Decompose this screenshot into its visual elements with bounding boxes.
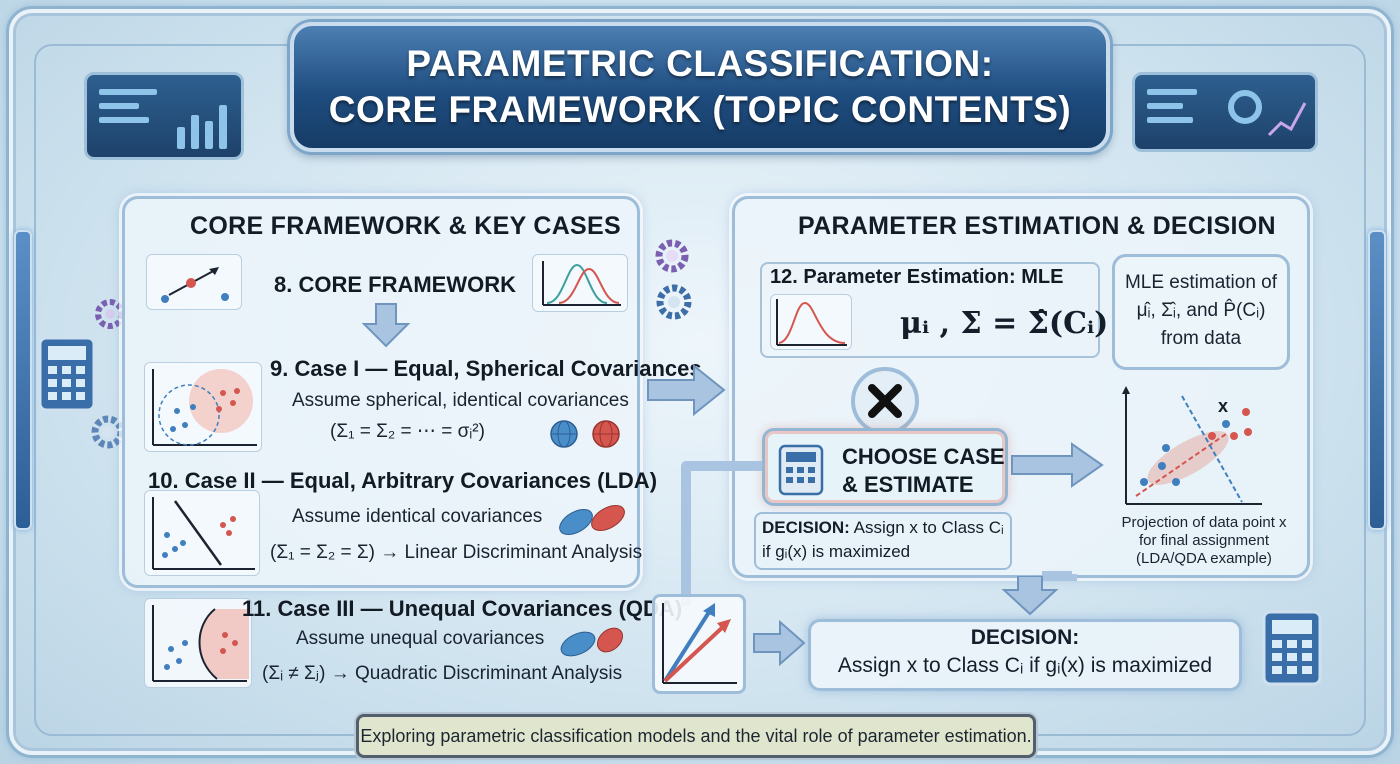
density-curves-icon	[532, 254, 628, 312]
flow-connectors	[681, 461, 1077, 606]
mle-frame	[760, 262, 1100, 358]
mle-curve-icon	[770, 294, 852, 350]
gear-icon	[91, 415, 125, 449]
decision-mini-box	[754, 512, 1012, 570]
title-banner: PARAMETRIC CLASSIFICATION: CORE FRAMEWOR…	[290, 22, 1110, 152]
dashboard-screen-right	[1132, 72, 1318, 152]
core-framework-heading: 8. CORE FRAMEWORK	[274, 272, 516, 297]
case2-formula: (Σ₁ = Σ₂ = Σ) → Linear Discriminant Anal…	[270, 542, 643, 563]
down-arrow-icon	[361, 303, 411, 348]
gear-icon	[656, 284, 692, 320]
calculator-icon	[778, 444, 824, 496]
page-title-line-1: PARAMETRIC CLASSIFICATION:	[406, 43, 994, 84]
case2-description: Assume identical covariances	[292, 506, 543, 527]
left-panel-title: CORE FRAMEWORK & KEY CASES	[190, 212, 621, 240]
page-title-line-2: CORE FRAMEWORK (TOPIC CONTENTS)	[328, 89, 1072, 130]
ellipse-icons-unequal	[560, 627, 624, 657]
mle-note-line-1: MLE estimation of	[1124, 272, 1278, 293]
mle-note-line-2: μ̂ᵢ, Σ̂ᵢ, and P̂(Cᵢ)	[1136, 300, 1266, 321]
multiply-icon	[851, 367, 919, 435]
vector-arrows-icon	[652, 594, 746, 694]
mle-formula: μᵢ , Σ = Σ̂(Cᵢ)	[900, 306, 1109, 341]
projection-point-label: x	[1218, 396, 1229, 416]
scatter-icon	[146, 254, 242, 310]
final-decision-text: Assign x to Class Cᵢ if gᵢ(x) is maximiz…	[837, 654, 1213, 677]
choose-case-line-2: & ESTIMATE	[842, 472, 974, 497]
chart-icon	[1228, 90, 1307, 137]
right-panel-title: PARAMETER ESTIMATION & DECISION	[798, 212, 1276, 240]
case1-formula: (Σ₁ = Σ₂ = ⋯ = σᵢ²)	[330, 421, 485, 442]
ellipse-icons	[559, 505, 625, 535]
mle-note-line-3: from data	[1160, 328, 1242, 349]
right-arrow-icon	[753, 620, 806, 666]
dashboard-screen-left	[84, 72, 244, 160]
case2-plot	[144, 490, 260, 576]
gear-icon	[655, 239, 689, 273]
mle-note-box	[1112, 254, 1290, 370]
case1-plot	[144, 362, 262, 452]
right-arrow-icon	[1011, 442, 1104, 488]
sphere-icons	[550, 420, 620, 448]
decision-mini-line-2: if gᵢ(x) is maximized	[762, 542, 911, 561]
case2-heading: 10. Case II — Equal, Arbitrary Covarianc…	[148, 468, 658, 493]
right-arrow-icon	[647, 363, 726, 417]
case3-description: Assume unequal covariances	[296, 628, 545, 649]
decision-mini-assign: Assign x to Class Cᵢ	[853, 518, 1004, 537]
mle-heading: 12. Parameter Estimation: MLE	[770, 266, 1064, 288]
final-decision-label: DECISION:	[970, 626, 1080, 649]
choose-case-line-1: CHOOSE CASE	[842, 444, 1005, 469]
final-decision-box	[808, 619, 1242, 691]
calculator-icon-right	[1262, 610, 1322, 686]
decision-mini-label: DECISION:	[762, 518, 850, 537]
case3-formula: (Σᵢ ≠ Σⱼ) → Quadratic Discriminant Analy…	[262, 663, 623, 684]
projection-plot	[1116, 386, 1266, 510]
projection-caption-line-3: (LDA/QDA example)	[1136, 550, 1272, 567]
projection-caption-line-1: Projection of data point x	[1121, 514, 1287, 531]
right-side-bar	[1368, 230, 1386, 530]
projection-caption-line-2: for final assignment	[1138, 532, 1270, 549]
calculator-icon-left	[38, 336, 96, 412]
case3-plot	[144, 598, 252, 688]
left-side-bar	[14, 230, 32, 530]
decision-mini-line-1: DECISION: Assign x to Class Cᵢ	[762, 518, 1004, 538]
case3-heading: 11. Case III — Unequal Covariances (QDA)	[242, 596, 683, 621]
case1-description: Assume spherical, identical covariances	[292, 390, 629, 411]
down-arrow-icon	[1001, 576, 1059, 616]
footer-caption-box: Exploring parametric classification mode…	[356, 714, 1036, 758]
case1-heading: 9. Case I — Equal, Spherical Covariances	[270, 356, 702, 381]
footer-caption: Exploring parametric classification mode…	[360, 725, 1032, 746]
